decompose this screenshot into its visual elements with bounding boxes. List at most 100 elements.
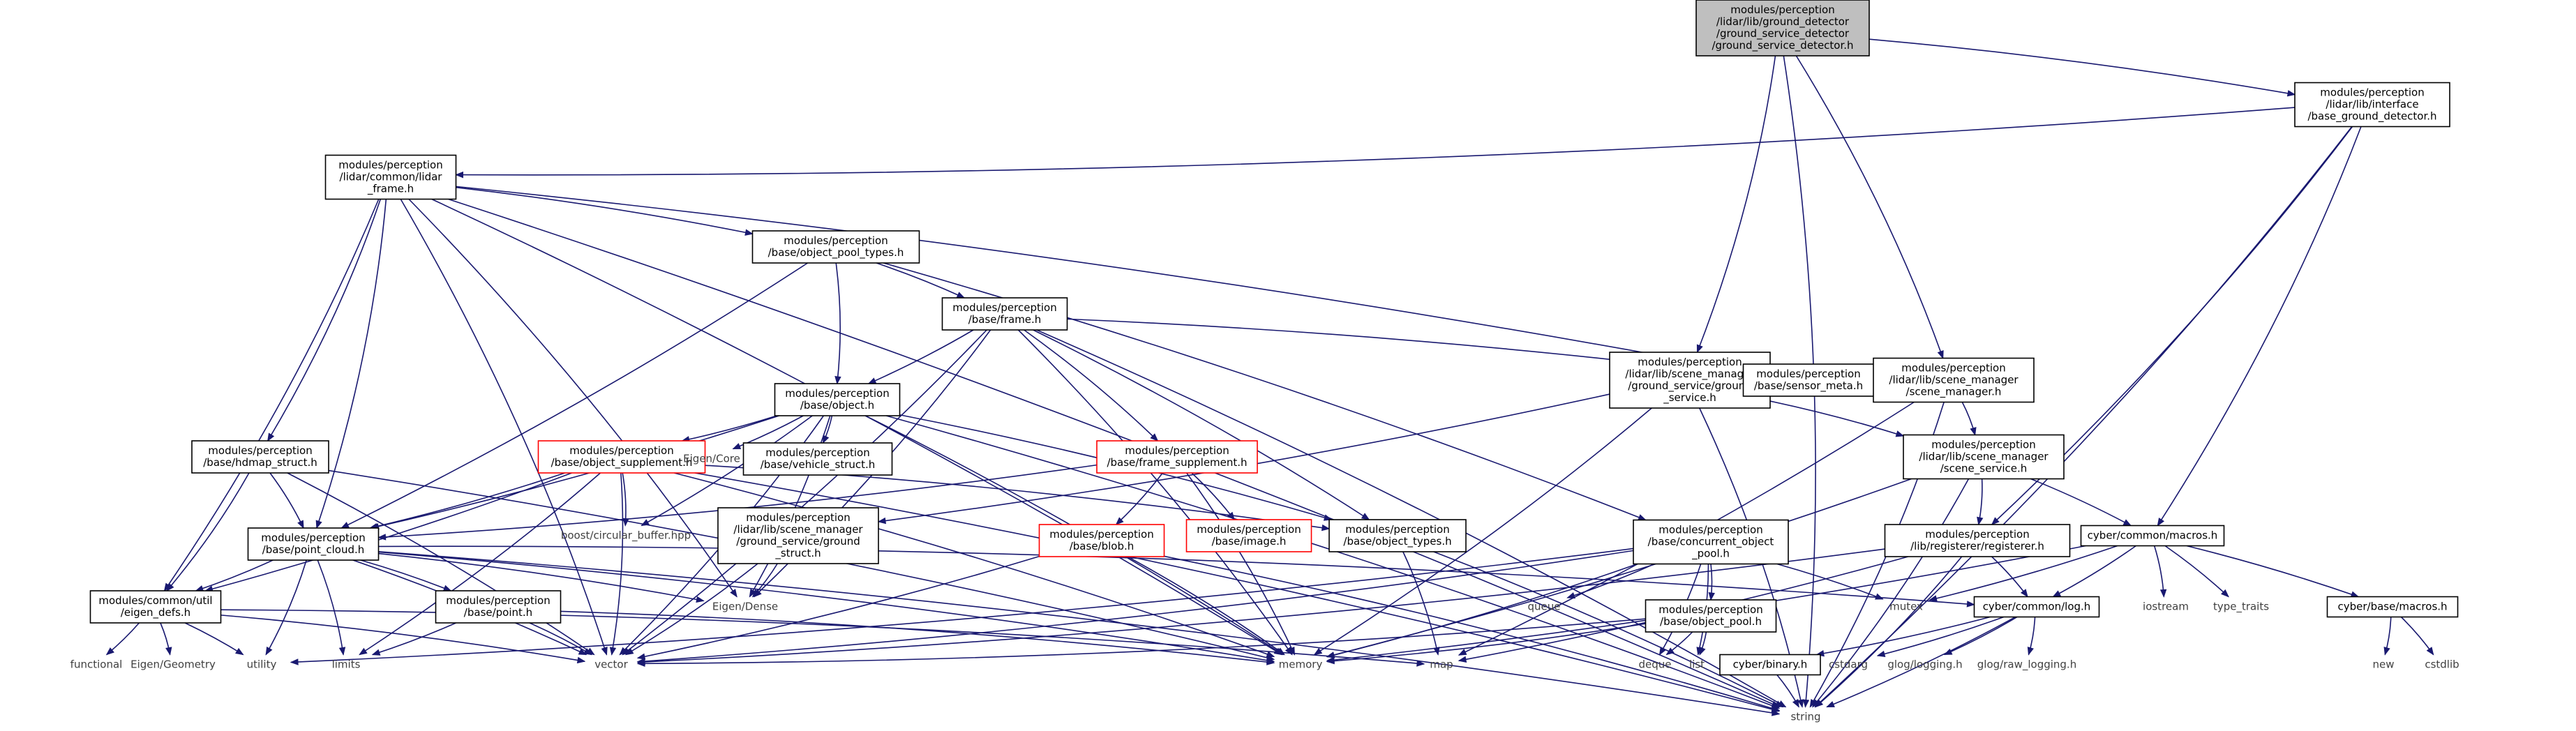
node-object-supplement[interactable]: modules/perception/base/object_supplemen… [537, 440, 706, 474]
edge-object-supplement-to-memory [673, 472, 1275, 658]
node-ground-struct[interactable]: modules/perception/lidar/lib/scene_manag… [717, 507, 879, 564]
edge-registerer-to-string [1815, 556, 1963, 708]
node-cyber-macros[interactable]: cyber/common/macros.h [2080, 525, 2225, 547]
node-lidar-frame[interactable]: modules/perception/lidar/common/lidar_fr… [324, 154, 457, 200]
node-label-line: modules/perception [784, 234, 888, 247]
node-registerer[interactable]: modules/perception/lib/registerer/regist… [1884, 524, 2071, 557]
node-label-line: limits [332, 658, 361, 671]
edge-cyber-macros-to-iostream [2153, 545, 2165, 597]
edge-arrowhead [377, 534, 387, 541]
node-label-line: glog/logging.h [1887, 658, 1962, 671]
node-base-ground-detector[interactable]: modules/perception/lidar/lib/interface/b… [2294, 82, 2450, 128]
node-label-line: modules/perception [785, 387, 889, 400]
node-box [1096, 440, 1258, 474]
edge-hdmap-struct-to-vector [287, 472, 594, 656]
node-root[interactable]: modules/perception/lidar/lib/ground_dete… [1695, 0, 1870, 56]
node-label-line: /scene_manager.h [1906, 386, 2002, 399]
edge-arrowhead [749, 589, 756, 598]
edge-ground-service-to-scene-service [1769, 400, 1904, 437]
edge-object-pool-types-to-object [835, 262, 841, 384]
node-label-line: modules/perception [1638, 356, 1742, 368]
node-label-line: modules/perception [261, 532, 365, 544]
edge-lidar-frame-to-object-pool-types [456, 186, 753, 235]
edge-point-cloud-to-eigen-defs [195, 559, 274, 591]
edge-arrowhead [1326, 657, 1335, 665]
edge-arrowhead [956, 292, 966, 299]
edge-object-pool-to-memory [1326, 623, 1646, 663]
node-box [1973, 596, 2100, 618]
node-label-line: modules/perception [1049, 528, 1153, 541]
node-concurrent-object-pool[interactable]: modules/perception/base/concurrent_objec… [1633, 519, 1789, 565]
edge-base-ground-detector-to-lidar-frame [456, 107, 2296, 176]
node-vehicle-struct[interactable]: modules/perception/base/vehicle_struct.h [742, 442, 893, 476]
node-box [1884, 524, 2071, 557]
node-label-line: functional [70, 658, 123, 671]
node-iostream: iostream [2143, 601, 2189, 613]
edge-object-pool-types-to-concurrent-object-pool [883, 262, 1646, 521]
node-label-line: /ground_service_detector.h [1712, 39, 1853, 52]
node-box [247, 527, 380, 561]
node-object-types[interactable]: modules/perception/base/object_types.h [1328, 519, 1467, 552]
node-hdmap-struct[interactable]: modules/perception/base/hdmap_struct.h [191, 440, 329, 474]
node-cyber-base-macros[interactable]: cyber/base/macros.h [2326, 596, 2459, 618]
edge-lidar-frame-to-vector [400, 199, 608, 655]
edge-arrowhead [1708, 592, 1715, 601]
edge-arrowhead [338, 647, 346, 656]
node-label-line: vector [594, 658, 628, 671]
node-label-line: modules/perception [338, 159, 442, 172]
edge-lidar-frame-to-string [448, 198, 1780, 708]
edge-arrowhead [290, 658, 299, 665]
node-label-line: modules/perception [746, 511, 850, 524]
node-label-line: modules/perception [208, 444, 312, 457]
edge-blob-to-string [1164, 555, 1780, 711]
node-box [1185, 519, 1312, 552]
node-label-line: /base/object_types.h [1343, 535, 1451, 548]
node-label-line: modules/perception [1658, 524, 1762, 536]
node-label-line: Eigen/Geometry [130, 658, 216, 671]
edge-concurrent-object-pool-to-memory [1326, 563, 1638, 658]
node-deque: deque [1638, 658, 1671, 671]
node-object-pool[interactable]: modules/perception/base/object_pool.h [1645, 599, 1777, 633]
edge-arrowhead [1937, 350, 1944, 359]
edge-arrowhead [1458, 656, 1467, 663]
node-object-pool-types[interactable]: modules/perception/base/object_pool_type… [751, 230, 920, 264]
node-label-line: cyber/binary.h [1733, 658, 1808, 671]
node-sensor-meta[interactable]: modules/perception/base/sensor_meta.h [1742, 363, 1875, 397]
edge-base-ground-detector-to-string [1814, 126, 2353, 708]
node-label-line: /base/sensor_meta.h [1754, 379, 1863, 393]
node-list: list [1689, 658, 1705, 671]
node-frame[interactable]: modules/perception/base/frame.h [941, 297, 1068, 331]
edge-arrowhead [165, 647, 172, 656]
edge-lidar-frame-to-memory [431, 198, 1282, 656]
edge-frame-to-memory [1017, 329, 1293, 655]
edge-arrowhead [2159, 589, 2167, 598]
edge-arrowhead [2426, 647, 2434, 656]
edge-blob-to-memory [1127, 556, 1285, 656]
edge-scene-service-to-cyber-macros [2030, 478, 2132, 527]
node-box [1873, 357, 2035, 403]
node-eigen-defs[interactable]: modules/common/util/eigen_defs.h [89, 590, 222, 624]
node-label-line: /ground_service/ground [1628, 379, 1751, 393]
node-scene-manager[interactable]: modules/perception/lidar/lib/scene_manag… [1873, 357, 2035, 403]
edge-object-supplement-to-point-cloud [370, 472, 565, 529]
edge-object-supplement-to-limits [359, 472, 601, 656]
edge-cyber-macros-to-type-traits [2164, 545, 2229, 598]
edge-arrowhead [371, 649, 381, 656]
node-box [1742, 363, 1875, 397]
node-box [435, 590, 562, 624]
node-image[interactable]: modules/perception/base/image.h [1185, 519, 1312, 552]
node-scene-service[interactable]: modules/perception/lidar/lib/scene_manag… [1903, 434, 2065, 480]
node-label-line: string [1790, 711, 1820, 723]
node-point-cloud[interactable]: modules/perception/base/point_cloud.h [247, 527, 380, 561]
node-point[interactable]: modules/perception/base/point.h [435, 590, 562, 624]
node-label-line: modules/perception [952, 301, 1056, 314]
node-box [742, 442, 893, 476]
node-cyber-binary[interactable]: cyber/binary.h [1719, 654, 1821, 676]
node-cyber-log[interactable]: cyber/common/log.h [1973, 596, 2100, 618]
edge-arrowhead [1638, 514, 1647, 521]
node-blob[interactable]: modules/perception/base/blob.h [1038, 524, 1165, 557]
edge-arrowhead [1771, 704, 1781, 711]
node-frame-supplement[interactable]: modules/perception/base/frame_supplement… [1096, 440, 1258, 474]
node-object[interactable]: modules/perception/base/object.h [774, 383, 901, 416]
edge-arrowhead [1458, 649, 1467, 656]
